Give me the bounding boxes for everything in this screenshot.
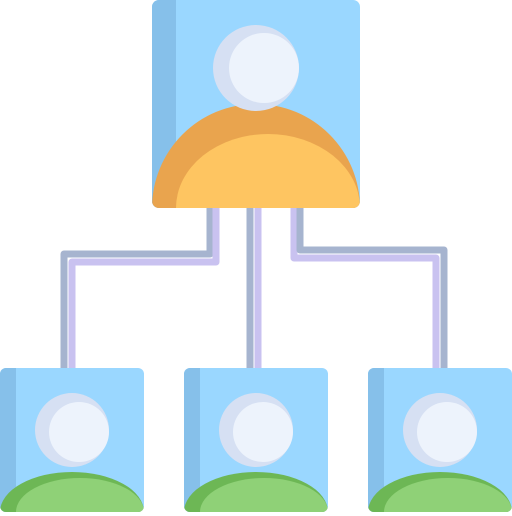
person-body [200,478,328,512]
child-person-card-left [0,368,144,512]
card-edge [368,368,384,512]
person-body [176,134,360,208]
person-head [229,33,299,103]
card-edge [184,368,200,512]
person-head [233,402,293,462]
connector-left [60,206,220,370]
child-person-card-middle [184,368,328,512]
person-body [16,478,144,512]
person-head [49,402,109,462]
person-body [384,478,512,512]
root-person-card [152,0,360,208]
connector-middle [246,206,262,370]
connector-right [290,206,448,370]
connector-lines [60,206,448,370]
person-head [417,402,477,462]
child-person-card-right [368,368,512,512]
card-edge [0,368,16,512]
